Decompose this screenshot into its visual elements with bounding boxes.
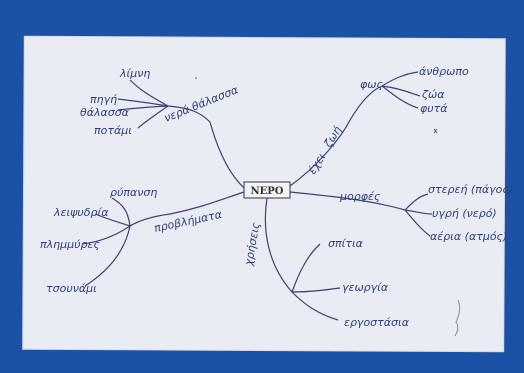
line-spitia <box>291 243 321 293</box>
line-ygro <box>404 209 433 215</box>
line-tsounami <box>84 225 131 287</box>
child-pigi: πηγή <box>90 93 117 106</box>
line-plimmyres <box>81 225 131 245</box>
child-spitia: σπίτια <box>328 237 364 250</box>
child-zoa: ζώα <box>421 88 445 101</box>
line-georgia <box>291 287 341 293</box>
child-tsounami: τσουνάμι <box>46 282 97 295</box>
line-aerio <box>404 209 431 237</box>
stray-mark <box>433 128 438 134</box>
child-limni: λίμνη <box>119 67 150 80</box>
stray-dot <box>195 77 197 79</box>
child-anthropo: άνθρωπο <box>419 65 469 78</box>
child-fyta: φυτά <box>420 102 448 115</box>
label-lower-middle: χρήσεις <box>242 221 263 268</box>
label-upper-right: ζωή <box>321 124 344 151</box>
child-plimmyres: πλημμύρες <box>40 238 100 251</box>
child-rypansi: ρύπανση <box>110 186 157 199</box>
line-stereo <box>404 193 429 211</box>
label-upper-left: νερά θάλασσα <box>162 83 241 125</box>
child-stereo: στερεή (πάγος) <box>428 183 513 196</box>
line-ergostasia <box>291 291 339 321</box>
child-potami: ποτάμι <box>94 124 132 137</box>
child-aerio: αέρια (ατμός) <box>430 230 507 243</box>
group-label-upper-right: φως <box>360 78 383 91</box>
center-label: ΝΕΡΟ <box>251 186 284 197</box>
stray-scribble <box>454 299 461 337</box>
child-thalassa: θάλασσα <box>80 106 130 119</box>
label-middle-right: μορφές <box>339 190 381 203</box>
line-anthropo <box>381 71 419 87</box>
branch-line-upper-left <box>167 105 245 189</box>
branch-line-lower-left <box>129 191 245 227</box>
line-thalassa <box>117 105 169 111</box>
line-potami <box>137 105 169 129</box>
child-leipsydria: λειψυδρία <box>53 206 109 219</box>
line-fyta <box>381 85 419 109</box>
label-lower-left: προβλήματα <box>153 208 224 235</box>
child-ergostasia: εργοστάσια <box>344 316 410 329</box>
line-rypansi <box>111 197 131 227</box>
branch-line-lower-middle <box>264 197 293 293</box>
line-pigi <box>117 98 169 107</box>
line-zoa <box>381 85 421 97</box>
branch-line-middle-right <box>289 191 406 211</box>
line-leipsydria <box>94 213 131 227</box>
child-georgia: γεωργία <box>342 281 389 294</box>
line-limni <box>129 79 169 107</box>
branch-line-upper-right <box>289 85 383 187</box>
child-ygro: υγρή (νερό) <box>432 207 497 220</box>
